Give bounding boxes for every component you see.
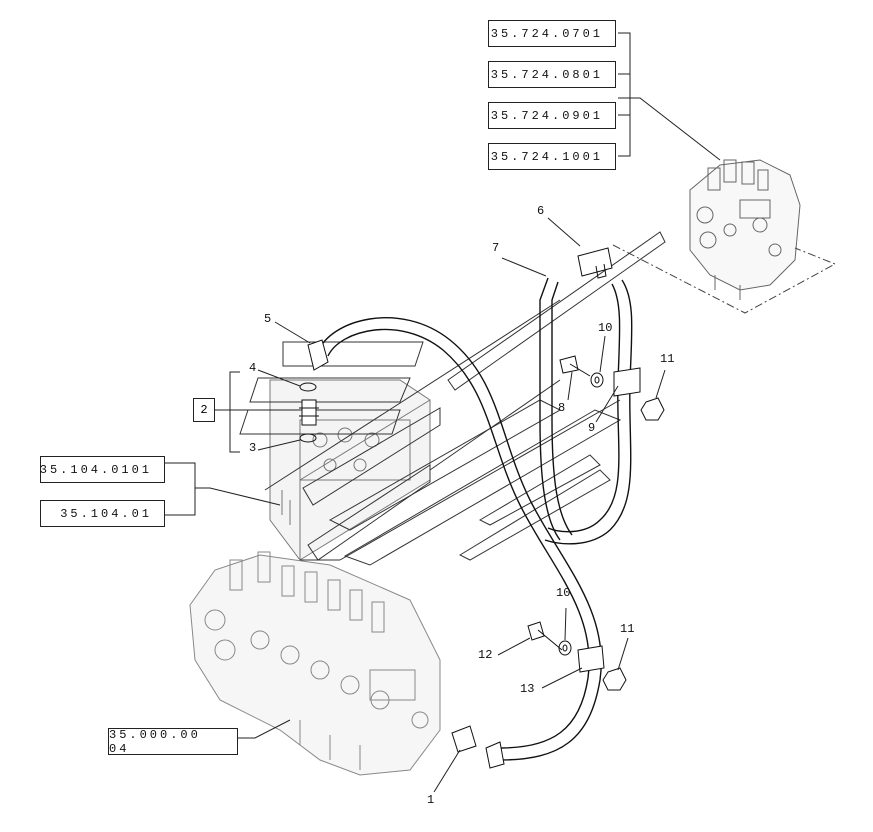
reference-box-35-724-0901[interactable]: 35.724.0901	[488, 102, 616, 129]
callout-3: 3	[249, 441, 257, 455]
callout-2: 2	[193, 398, 215, 422]
control-block	[269, 379, 431, 561]
main-control-valve	[189, 551, 441, 776]
reference-box-35-724-0701[interactable]: 35.724.0701	[488, 20, 616, 47]
callout-8: 8	[558, 401, 566, 415]
callout-9: 9	[588, 421, 596, 435]
reference-box-35-104-01[interactable]: 35.104.01	[40, 500, 165, 527]
callout-13: 13	[520, 682, 535, 696]
hose-assembly	[317, 277, 633, 761]
callout-5: 5	[264, 312, 272, 326]
callout-4: 4	[249, 361, 257, 375]
upper-valve-assembly	[689, 159, 801, 300]
mounting-planes	[239, 231, 666, 566]
callout-12: 12	[478, 648, 493, 662]
reference-box-35-724-0801[interactable]: 35.724.0801	[488, 61, 616, 88]
reference-box-35-000-00-04[interactable]: 35.000.00 04	[108, 728, 238, 756]
callout-1: 1	[427, 793, 435, 807]
callout-11-upper: 11	[660, 352, 675, 366]
callout-11-lower: 11	[620, 622, 635, 636]
reference-box-35-724-1001[interactable]: 35.724.1001	[488, 143, 616, 170]
callout-10-lower: 10	[556, 586, 571, 600]
callout-7: 7	[492, 241, 500, 255]
reference-box-35-104-0101[interactable]: 35.104.0101	[40, 456, 165, 483]
callout-6: 6	[537, 204, 545, 218]
callout-10-upper: 10	[598, 321, 613, 335]
